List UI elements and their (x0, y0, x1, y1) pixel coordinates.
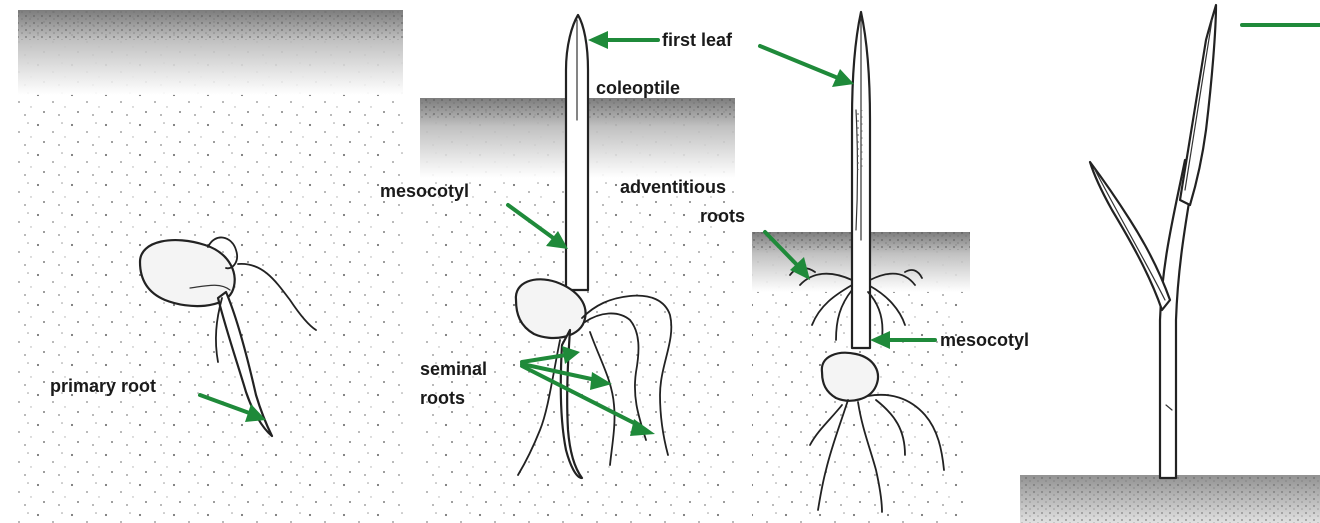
label-seminal: seminal (420, 359, 487, 379)
panel-4-emerged-seedling (1020, 5, 1320, 523)
kernel-3 (822, 353, 878, 401)
label-adventitious: adventitious (620, 177, 726, 197)
stem-4 (1160, 160, 1196, 478)
label-first-leaf: first leaf (662, 30, 733, 50)
label-adventitious-roots: roots (700, 206, 745, 226)
label-mesocotyl-3: mesocotyl (940, 330, 1029, 350)
label-mesocotyl-2: mesocotyl (380, 181, 469, 201)
label-primary-root: primary root (50, 376, 156, 396)
panel-3-adventitious-roots (752, 12, 970, 523)
arrow-first-leaf-3 (760, 46, 854, 87)
label-coleoptile: coleoptile (596, 78, 680, 98)
arrow-first-leaf-2 (588, 31, 658, 49)
panel-1-germination (18, 10, 403, 523)
panel-2-coleoptile-emergence (420, 15, 735, 523)
label-seminal-roots: roots (420, 388, 465, 408)
